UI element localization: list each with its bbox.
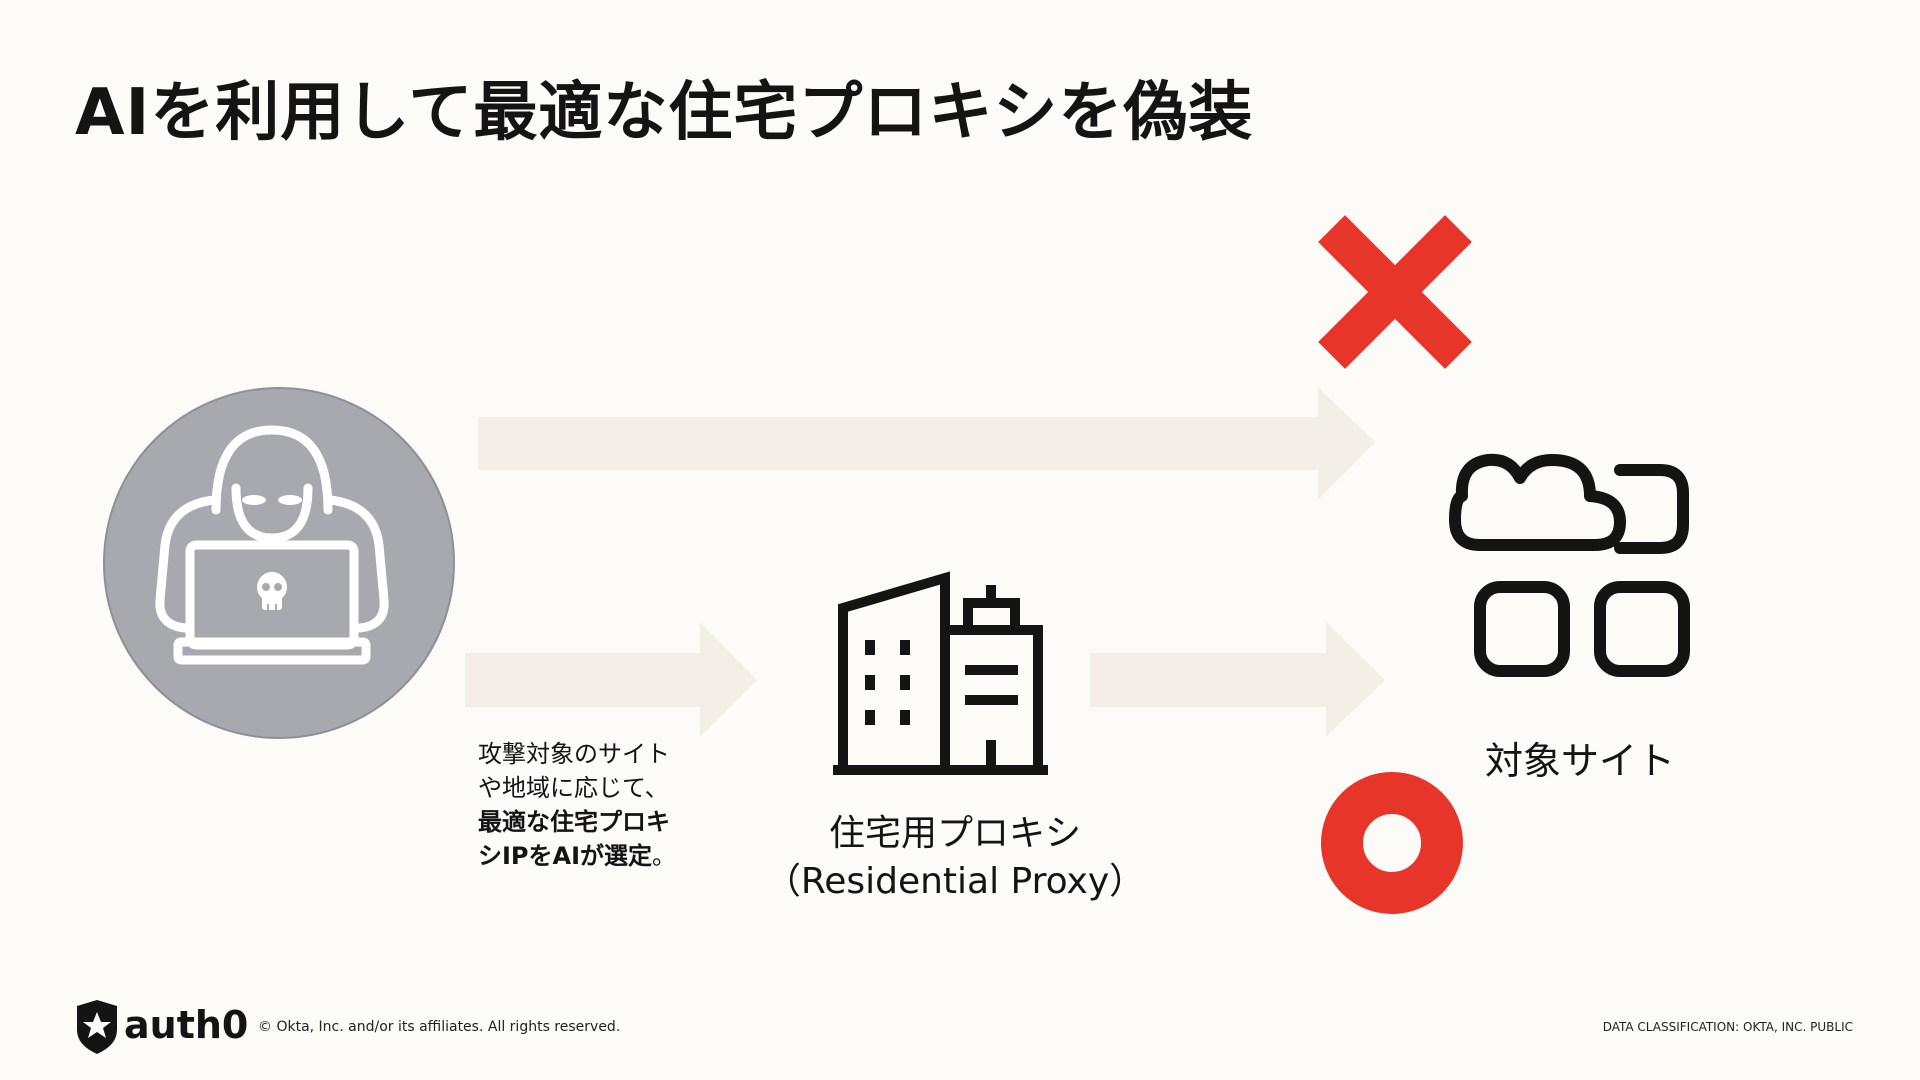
proxy-to-target-arrow [1090, 622, 1385, 737]
skull-icon [257, 572, 287, 610]
caption-line-2: や地域に応じて、 [478, 774, 669, 802]
proxy-selection-caption: 攻撃対象のサイト や地域に応じて、 最適な住宅プロキ シIPをAIが選定。 [478, 737, 738, 873]
auth0-logo: auth0 [124, 1003, 249, 1047]
slide-title: AIを利用して最適な住宅プロキシを偽装 [75, 76, 1254, 150]
caption-line-3: 最適な住宅プロキ [478, 808, 670, 836]
caption-line-4-bold: シIPをAIが選定 [478, 842, 653, 870]
direct-arrow [478, 387, 1375, 500]
cloud-apps-icon [1449, 453, 1690, 677]
cross-mark-icon [1318, 215, 1472, 369]
caption-line-4-end: 。 [652, 842, 677, 870]
caption-line-1: 攻撃対象のサイト [478, 740, 670, 768]
target-site-label: 対象サイト [1484, 739, 1675, 783]
buildings-icon [833, 571, 1048, 775]
proxy-label-ja: 住宅用プロキシ [828, 813, 1081, 854]
circle-mark-icon [1321, 772, 1463, 914]
proxy-label-en: （Residential Proxy） [764, 861, 1146, 902]
hacker-laptop-icon [103, 387, 455, 739]
auth0-shield-icon [77, 1000, 117, 1054]
attacker-to-proxy-arrow [465, 622, 757, 737]
footer-copyright: © Okta, Inc. and/or its affiliates. All … [258, 1019, 621, 1035]
footer-data-classification: DATA CLASSIFICATION: OKTA, INC. PUBLIC [1602, 1020, 1853, 1034]
residential-proxy-label: 住宅用プロキシ （Residential Proxy） [755, 810, 1155, 906]
